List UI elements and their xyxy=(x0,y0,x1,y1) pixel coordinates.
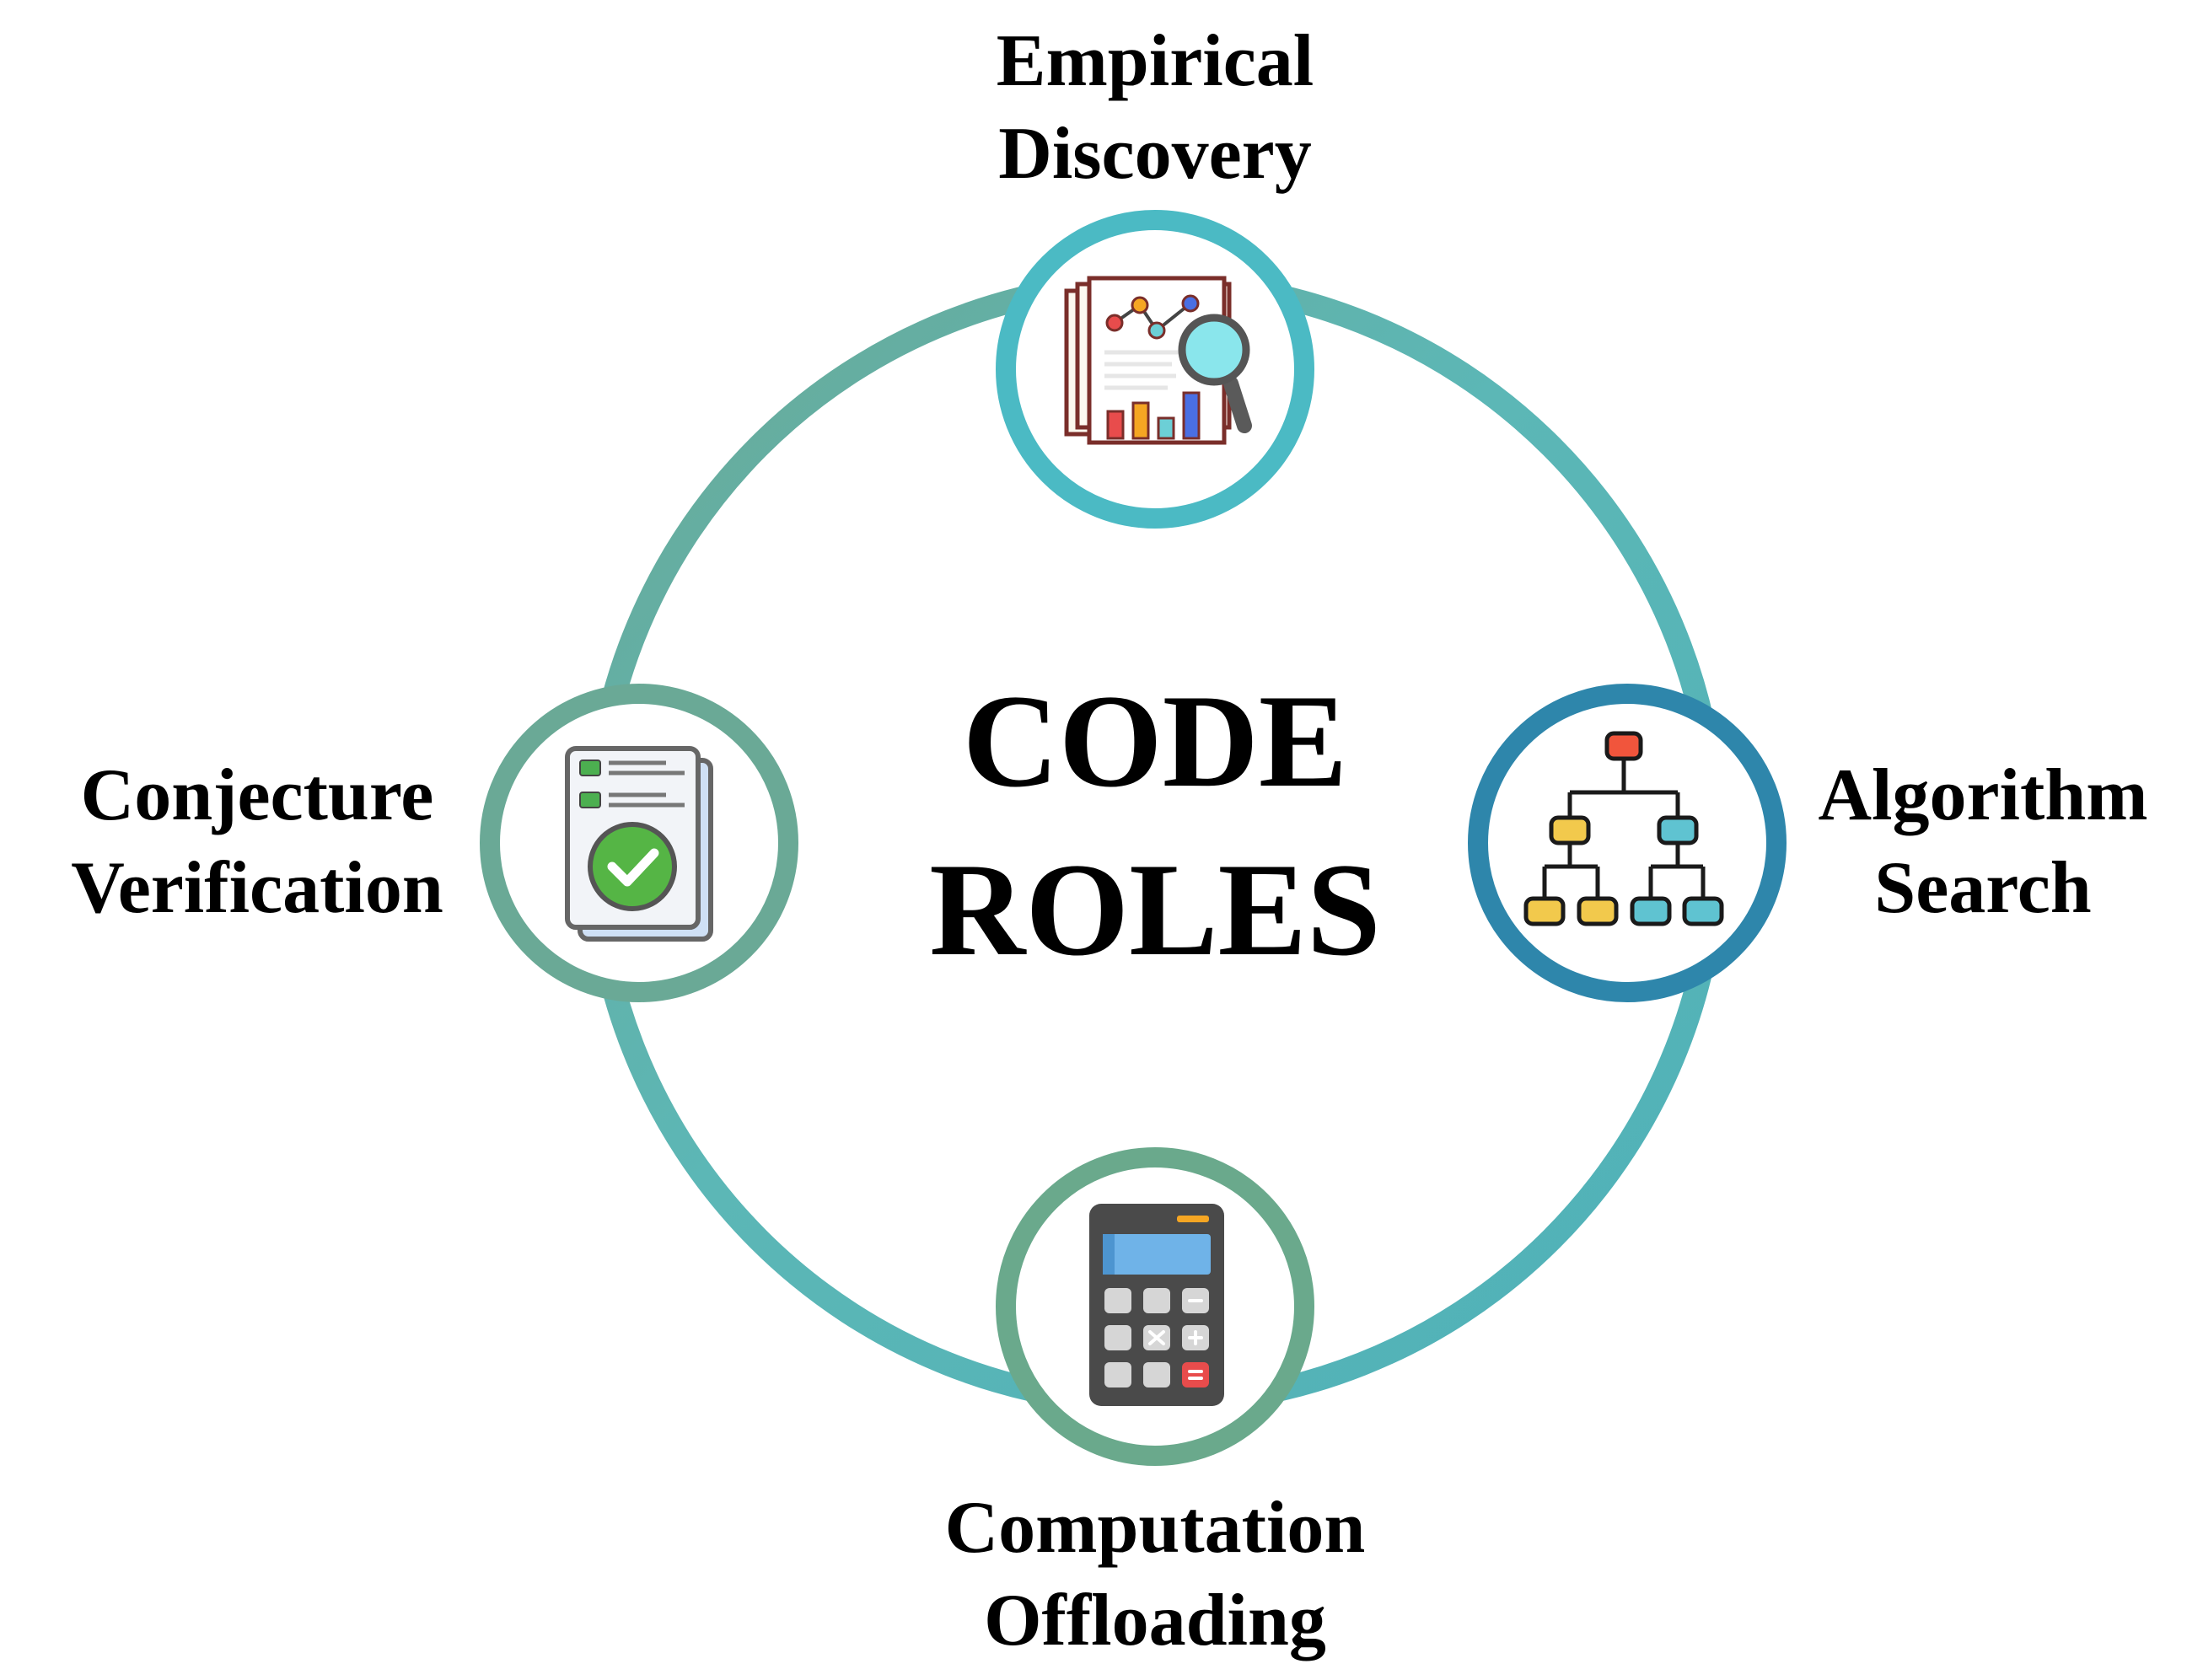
center-title-line1: CODE xyxy=(962,668,1348,815)
center-title-line2: ROLES xyxy=(929,836,1381,984)
node-computation-offloading xyxy=(996,1147,1314,1466)
label-empirical-discovery: Empirical Discovery xyxy=(860,15,1450,201)
label-left-line2: Verification xyxy=(71,847,443,929)
center-title: CODE ROLES xyxy=(784,658,1526,995)
label-top-line2: Discovery xyxy=(998,113,1312,195)
label-right-line2: Search xyxy=(1874,847,2092,929)
label-bottom-line2: Offloading xyxy=(984,1580,1326,1661)
calculator-icon xyxy=(1089,1204,1224,1406)
label-bottom-line1: Computation xyxy=(944,1487,1366,1569)
node-conjecture-verification xyxy=(480,684,798,1002)
label-right-line1: Algorithm xyxy=(1818,754,2148,836)
document-check-icon xyxy=(565,746,713,942)
label-computation-offloading: Computation Offloading xyxy=(860,1482,1450,1667)
node-algorithm-search xyxy=(1468,684,1787,1002)
report-chart-magnifier-icon xyxy=(1064,276,1252,445)
tree-hierarchy-icon xyxy=(1523,731,1724,926)
label-conjecture-verification: Conjecture Verification xyxy=(0,749,552,935)
label-top-line1: Empirical xyxy=(996,20,1314,102)
label-left-line1: Conjecture xyxy=(80,754,434,836)
node-empirical-discovery xyxy=(996,210,1314,529)
label-algorithm-search: Algorithm Search xyxy=(1688,749,2203,935)
